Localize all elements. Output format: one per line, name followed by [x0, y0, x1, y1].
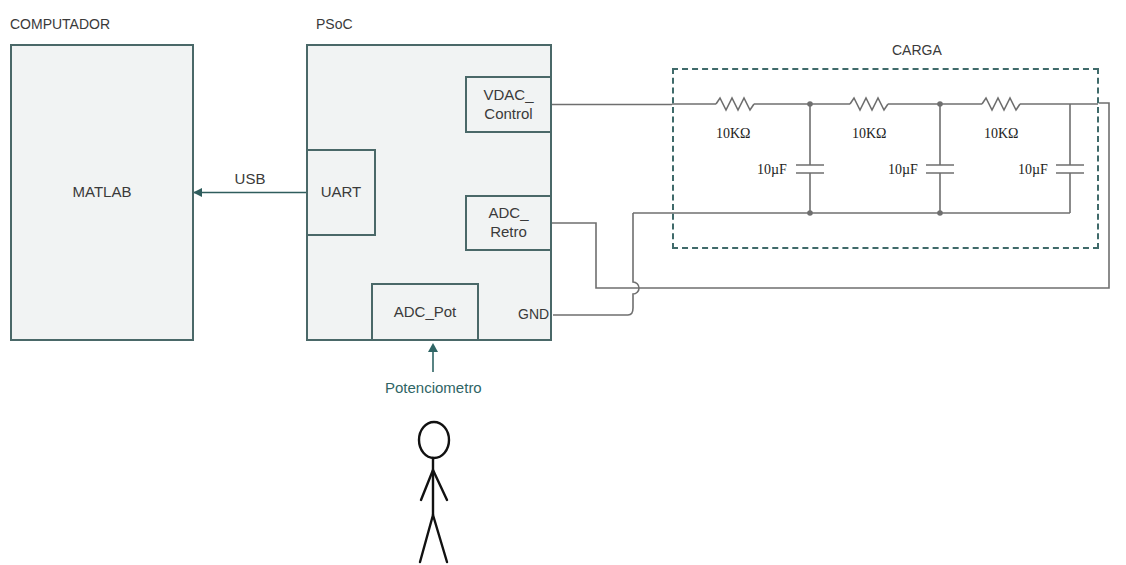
block-title: PSoC: [316, 16, 353, 32]
figure-arms: [421, 470, 447, 500]
signal-wire: [552, 104, 672, 106]
load-region: CARGA: [672, 68, 1099, 249]
bottom-wire: [633, 212, 1070, 214]
pin-label: GND: [518, 306, 549, 322]
load-circuit: [553, 98, 1098, 315]
top-wire: [888, 103, 982, 105]
block-box: ADC_ Retro: [465, 195, 552, 251]
block-title: COMPUTADOR: [10, 16, 110, 32]
resistor-symbol: [850, 98, 888, 110]
component-value: 10µF: [757, 162, 787, 178]
component-value: 10KΩ: [984, 126, 1019, 142]
block-label: ADC_Pot: [394, 303, 457, 322]
stick-figure: [419, 422, 449, 562]
junction-dot: [808, 102, 812, 106]
resistor-symbol: [982, 98, 1020, 110]
block-label: ADC_ Retro: [474, 204, 544, 242]
block-label: UART: [321, 183, 362, 202]
pot-arrowhead: [428, 343, 438, 352]
component-value: 10KΩ: [852, 126, 887, 142]
capacitor-symbol: [1056, 104, 1084, 213]
link-label: USB: [233, 170, 268, 187]
block-title: CARGA: [892, 42, 942, 58]
top-wire: [672, 103, 716, 105]
top-wire: [754, 103, 850, 105]
pot-arrow: [432, 350, 434, 372]
data-link: [194, 192, 306, 194]
junction-dot: [938, 102, 942, 106]
block-label: VDAC_ Control: [474, 86, 544, 124]
figure-legs: [420, 515, 447, 562]
figure-head: [419, 422, 449, 458]
capacitor-symbol: [926, 104, 954, 213]
block-box: PSoCVDAC_ ControlUARTADC_ RetroADC_Pot: [306, 44, 552, 341]
block-box: VDAC_ Control: [465, 76, 552, 133]
top-wire: [1020, 103, 1098, 105]
input-label: Potenciometro: [385, 379, 482, 396]
capacitor-symbol: [796, 104, 824, 213]
block-box: COMPUTADORMATLAB: [10, 44, 194, 341]
junction-dot: [938, 211, 942, 215]
block-box: UART: [306, 149, 376, 236]
component-value: 10KΩ: [716, 126, 751, 142]
resistor-symbol: [716, 98, 754, 110]
component-value: 10µF: [1018, 162, 1048, 178]
junction-dot: [808, 211, 812, 215]
figure-body: [432, 458, 434, 515]
signal-wire: [552, 103, 1109, 288]
component-value: 10µF: [888, 162, 918, 178]
block-label: MATLAB: [73, 183, 132, 202]
block-box: ADC_Pot: [371, 283, 479, 341]
